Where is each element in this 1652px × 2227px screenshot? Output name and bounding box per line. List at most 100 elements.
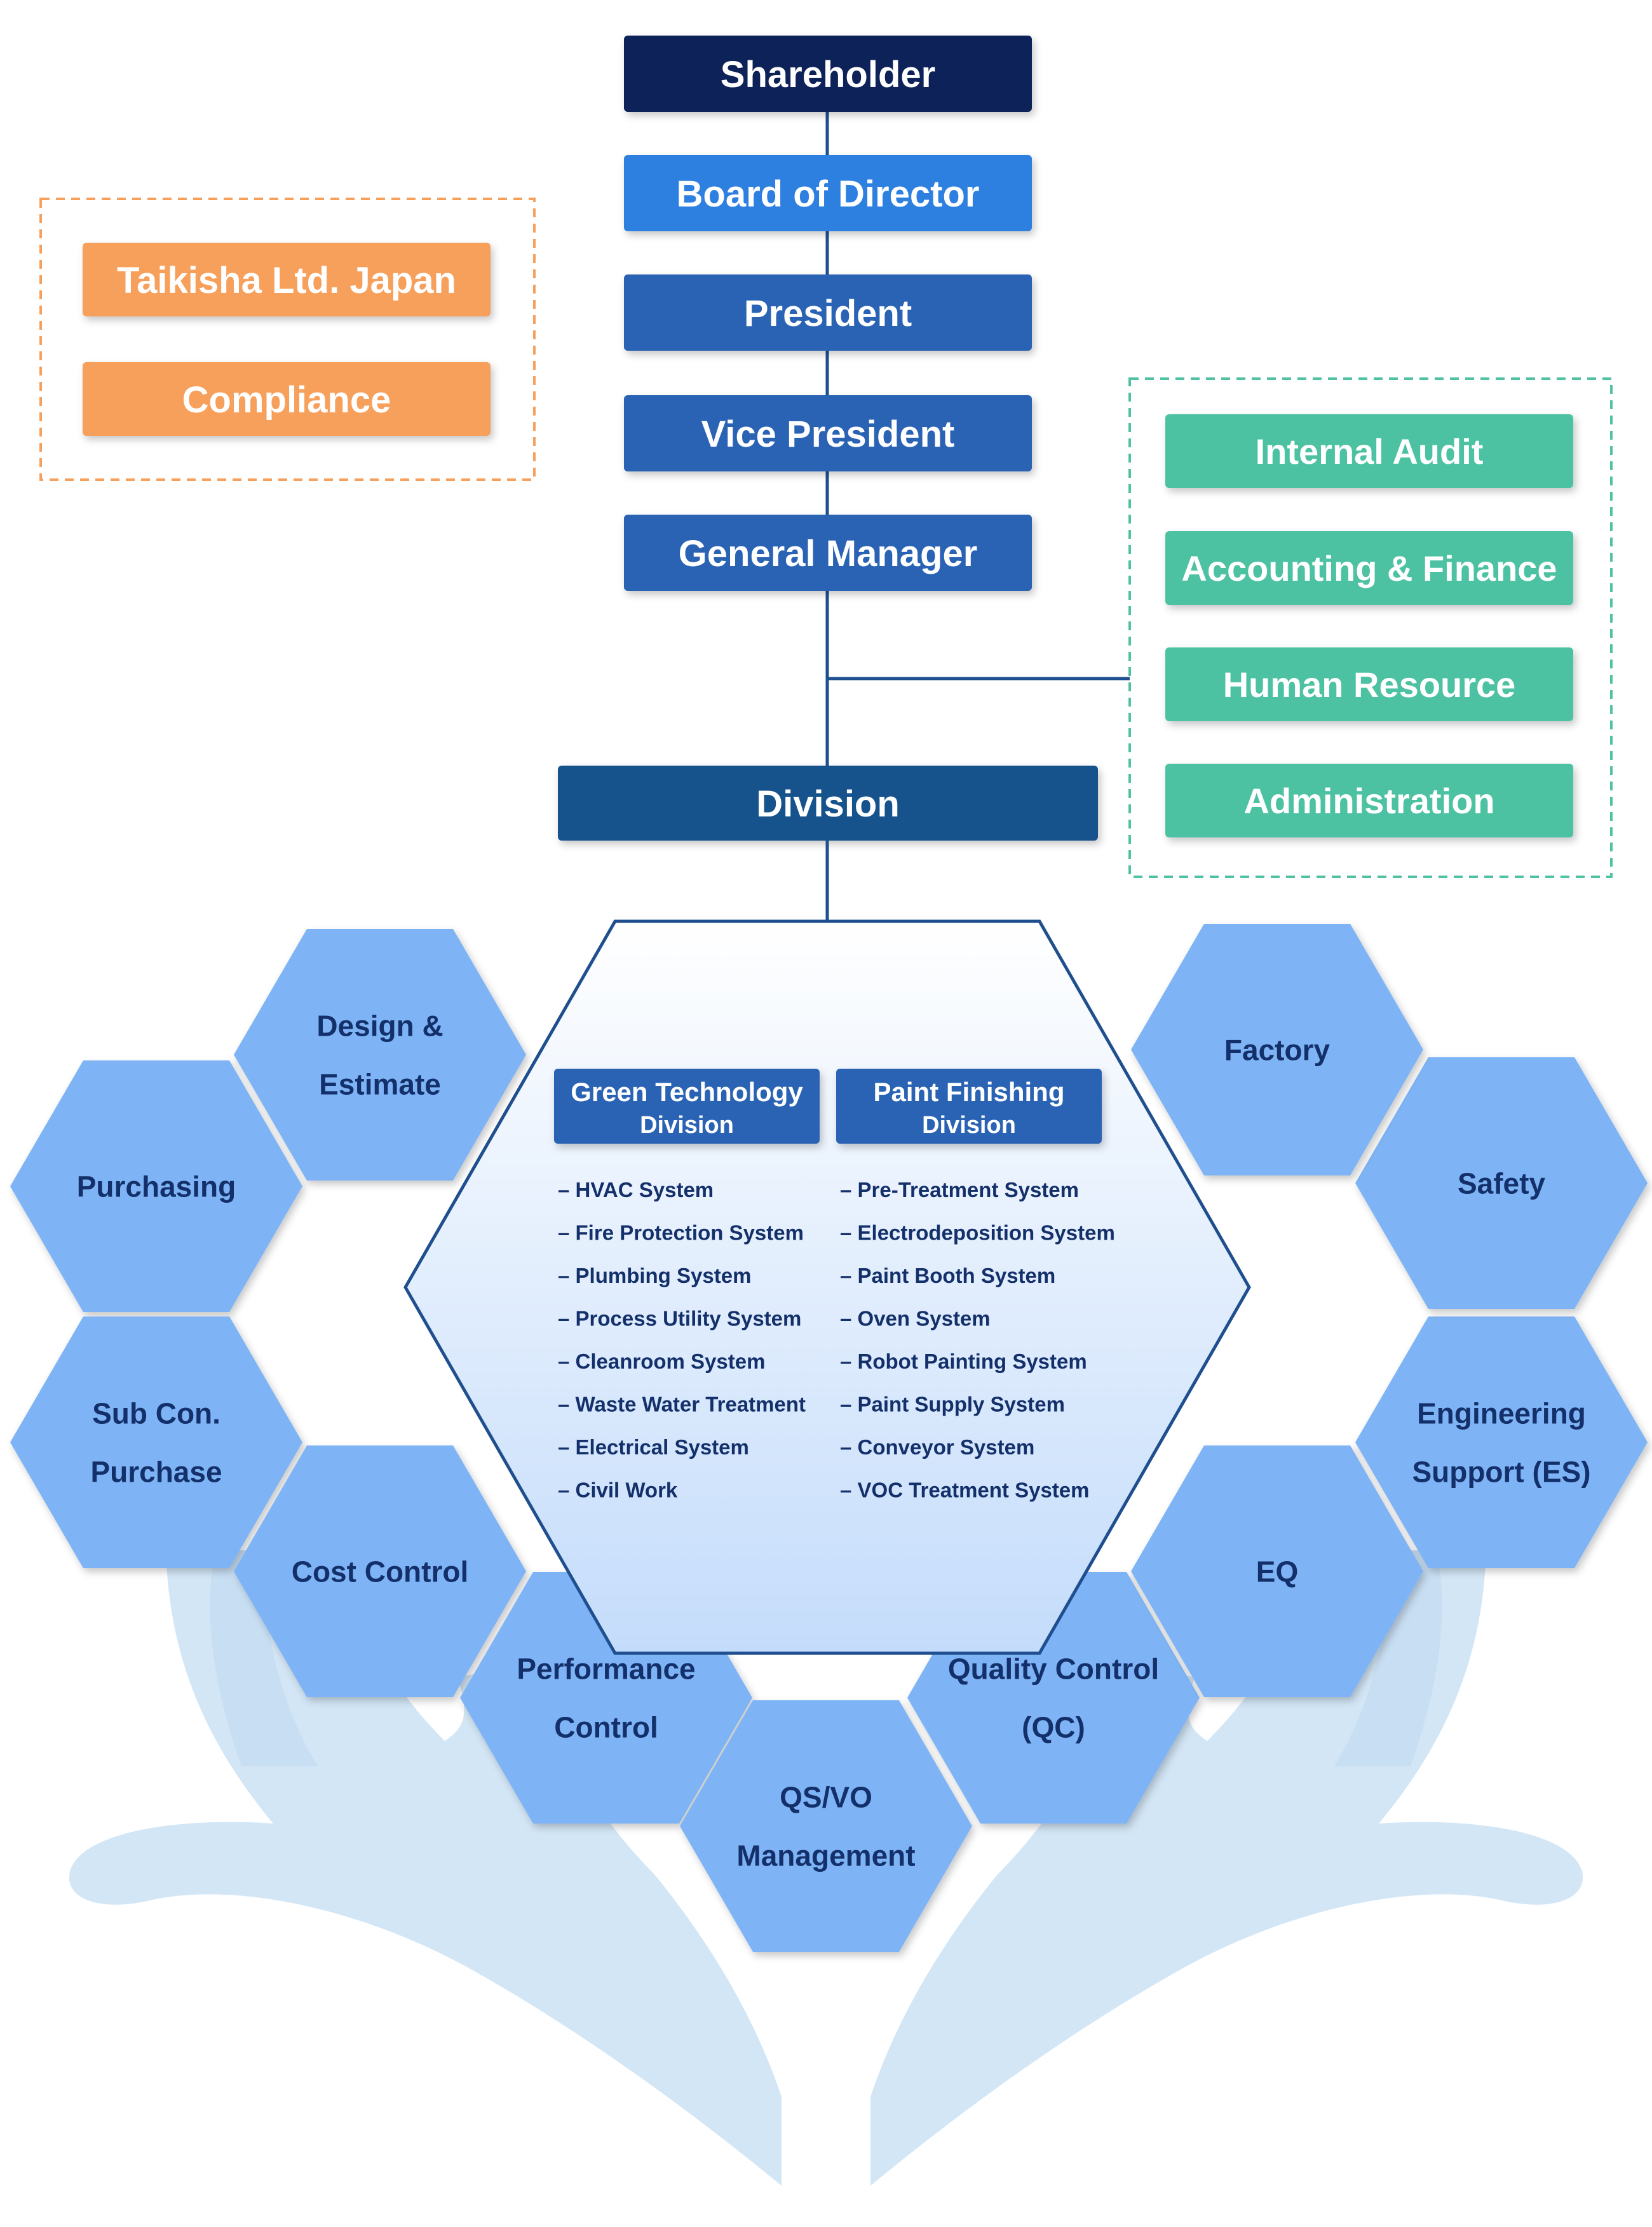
hex-sub-con-purchase-shape <box>10 1317 302 1568</box>
box-taikisha: Taikisha Ltd. Japan <box>83 243 491 316</box>
hex-design-estimate-label: Estimate <box>319 1068 441 1101</box>
column-green-item: – Cleanroom System <box>558 1350 765 1373</box>
column-green-item: – Plumbing System <box>558 1264 751 1287</box>
box-president-label: President <box>744 293 912 334</box>
column-green-title-bg <box>554 1069 820 1144</box>
box-human-resource: Human Resource <box>1165 647 1573 721</box>
hex-safety: Safety <box>1355 1057 1648 1309</box>
box-vice-president: Vice President <box>624 395 1032 471</box>
column-green-item: – Electrical System <box>558 1435 749 1459</box>
hex-eq-label: EQ <box>1256 1555 1298 1588</box>
column-green-item: – Fire Protection System <box>558 1221 804 1245</box>
hex-cost-control: Cost Control <box>234 1445 526 1697</box>
hex-safety-label: Safety <box>1458 1167 1545 1200</box>
column-green-title: Division <box>640 1112 734 1139</box>
box-shareholder-bg <box>624 36 1032 112</box>
box-accounting-finance: Accounting & Finance <box>1165 531 1573 605</box>
hex-quality-control-label: Quality Control <box>948 1653 1159 1686</box>
column-paint-title: Paint Finishing <box>874 1077 1065 1107</box>
box-internal-audit: Internal Audit <box>1165 414 1573 488</box>
box-vice-president-label: Vice President <box>701 414 955 455</box>
hex-qs-vo-management-shape <box>680 1700 972 1952</box>
right-group-frame <box>1128 377 1613 878</box>
box-general-manager: General Manager <box>624 515 1032 591</box>
hex-cost-control-shape <box>234 1445 526 1697</box>
column-green-item: – Civil Work <box>558 1479 678 1502</box>
column-paint-title: Division <box>922 1112 1016 1139</box>
hex-design-estimate: Design & Estimate <box>234 929 526 1181</box>
column-green-item: – Process Utility System <box>558 1307 801 1330</box>
box-general-manager-label: General Manager <box>679 533 978 574</box>
box-taikisha-bg <box>83 243 491 316</box>
hex-factory-shape <box>1131 924 1423 1175</box>
hex-safety-shape <box>1355 1057 1648 1309</box>
box-shareholder-label: Shareholder <box>721 54 935 95</box>
box-shareholder: Shareholder <box>624 36 1032 112</box>
column-paint-item: – Paint Booth System <box>840 1264 1055 1287</box>
box-internal-audit-label: Internal Audit <box>1256 431 1484 471</box>
hex-purchasing: Purchasing <box>10 1060 302 1312</box>
hex-performance-control-label: Performance <box>517 1653 695 1686</box>
box-division-label: Division <box>756 783 900 825</box>
hex-qs-vo-management-label: QS/VO <box>780 1781 872 1814</box>
hex-sub-con-purchase: Sub Con. Purchase <box>10 1317 302 1568</box>
column-paint-item: – Electrodeposition System <box>840 1221 1115 1245</box>
left-group-frame <box>39 198 536 481</box>
hex-engineering-support-label: Support (ES) <box>1412 1456 1590 1489</box>
right-hand-finger <box>1334 1550 1442 1766</box>
hex-quality-control-label: (QC) <box>1022 1711 1085 1744</box>
box-administration-bg <box>1165 764 1573 837</box>
box-administration-label: Administration <box>1243 781 1494 821</box>
hex-factory: Factory <box>1131 924 1423 1175</box>
hex-design-estimate-label: Design & <box>316 1010 443 1043</box>
box-accounting-finance-label: Accounting & Finance <box>1181 548 1557 588</box>
box-compliance-label: Compliance <box>182 379 391 421</box>
column-green-item: – HVAC System <box>558 1178 714 1201</box>
box-vice-president-bg <box>624 395 1032 471</box>
box-taikisha-label: Taikisha Ltd. Japan <box>117 260 456 301</box>
box-compliance-bg <box>83 362 491 436</box>
hex-sub-con-purchase-label: Purchase <box>90 1456 222 1489</box>
hex-eq: EQ <box>1131 1445 1423 1697</box>
left-hand-finger <box>210 1550 318 1766</box>
hex-design-estimate-shape <box>234 929 526 1181</box>
hex-performance-control-label: Control <box>554 1711 658 1744</box>
column-paint-item: – VOC Treatment System <box>840 1479 1090 1502</box>
hands-illustration <box>69 1550 1583 2186</box>
column-paint-item: – Pre-Treatment System <box>840 1178 1079 1201</box>
box-board-bg <box>624 155 1032 231</box>
column-paint-item: – Paint Supply System <box>840 1393 1065 1416</box>
box-division: Division <box>558 766 1098 841</box>
column-green-item: – Waste Water Treatment <box>558 1393 806 1416</box>
hex-engineering-support-shape <box>1355 1317 1648 1568</box>
hex-cost-control-label: Cost Control <box>292 1555 469 1588</box>
hex-eq-shape <box>1131 1445 1423 1697</box>
hex-factory-label: Factory <box>1224 1034 1330 1067</box>
hex-purchasing-shape <box>10 1060 302 1312</box>
column-paint-item: – Robot Painting System <box>840 1350 1087 1373</box>
box-accounting-finance-bg <box>1165 531 1573 605</box>
box-board-label: Board of Director <box>677 173 980 215</box>
box-division-bg <box>558 766 1098 841</box>
division-hexagon-shape <box>403 919 1251 1655</box>
box-general-manager-bg <box>624 515 1032 591</box>
hex-purchasing-label: Purchasing <box>77 1170 236 1203</box>
column-paint-item: – Conveyor System <box>840 1435 1034 1459</box>
box-human-resource-label: Human Resource <box>1223 665 1516 705</box>
column-paint-item: – Oven System <box>840 1307 991 1330</box>
box-administration: Administration <box>1165 764 1573 837</box>
hex-qs-vo-management-label: Management <box>736 1839 915 1872</box>
hex-sub-con-purchase-label: Sub Con. <box>92 1397 220 1430</box>
box-president: President <box>624 274 1032 351</box>
hex-engineering-support-label: Engineering <box>1417 1397 1586 1430</box>
box-compliance: Compliance <box>83 362 491 436</box>
